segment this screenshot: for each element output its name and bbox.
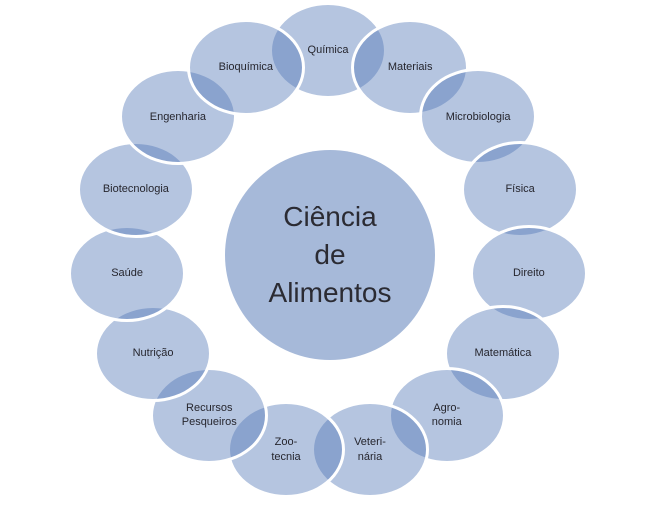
diagram-node-label: Agro- nomia	[431, 402, 462, 429]
diagram-node-label: Zoo- tecnia	[271, 436, 301, 463]
diagram-node-label: Recursos Pesqueiros	[181, 402, 237, 429]
diagram-node-fisica: Física	[461, 141, 580, 239]
diagram-node-label: Saúde	[111, 266, 143, 279]
diagram-center-label: Ciência de Alimentos	[268, 201, 392, 308]
diagram-center-node: Ciência de Alimentos	[225, 150, 435, 360]
diagram-node-bioquimica: Bioquímica	[186, 18, 305, 116]
diagram-node-label: Matemática	[474, 346, 532, 359]
diagram-node-label: Materiais	[387, 61, 433, 74]
diagram-node-label: Bioquímica	[218, 61, 274, 74]
diagram-node-label: Nutrição	[132, 346, 174, 359]
diagram-node-label: Biotecnologia	[102, 183, 169, 196]
diagram-node-label: Veteri- nária	[354, 436, 386, 463]
diagram-node-saude: Saúde	[68, 224, 187, 322]
diagram-node-label: Microbiologia	[445, 110, 511, 123]
diagram-node-label: Engenharia	[149, 110, 207, 123]
diagram-node-label: Direito	[512, 266, 545, 279]
diagram-node-label: Física	[505, 183, 535, 196]
diagram-node-label: Química	[307, 43, 349, 56]
